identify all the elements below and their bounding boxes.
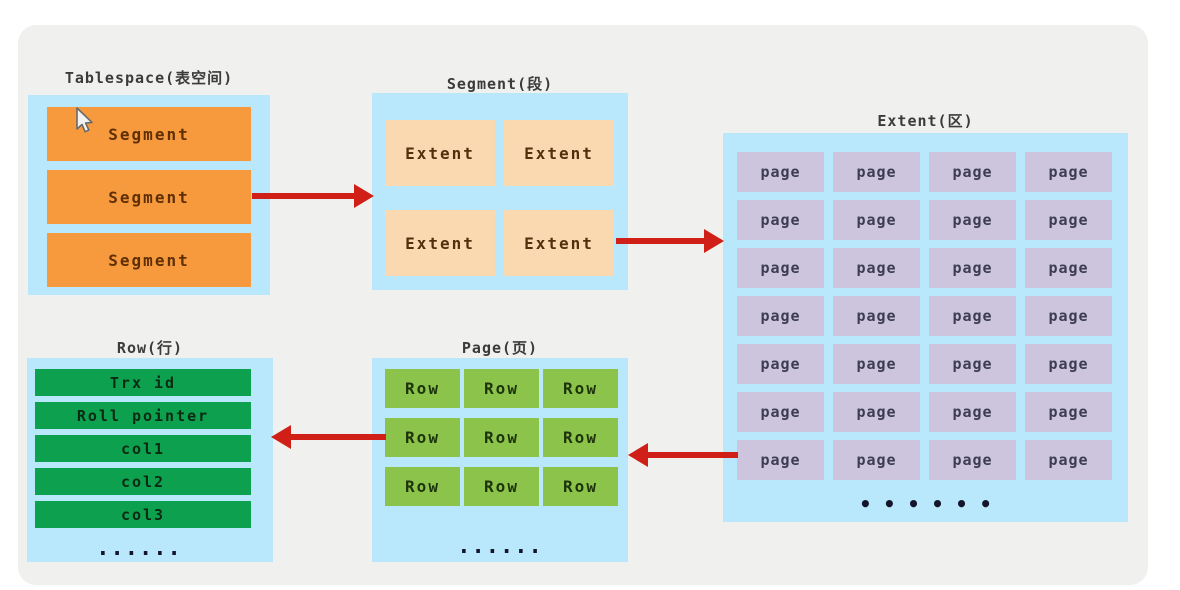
segment-title: Segment(段) [446, 75, 554, 93]
arrowhead-right-icon [704, 229, 724, 253]
page-block: page [737, 344, 824, 384]
page-block: page [833, 248, 920, 288]
row-field-block: col1 [35, 435, 251, 462]
row-field-block: Roll pointer [35, 402, 251, 429]
page-block: page [737, 296, 824, 336]
row-field-block: Trx id [35, 369, 251, 396]
extent-block: Extent [504, 120, 614, 186]
extent-block: Extent [385, 210, 495, 276]
row-block: Row [385, 369, 460, 408]
extent-title: Extent(区) [877, 112, 974, 130]
page-block: page [833, 200, 920, 240]
arrow-tablespace-to-segment [252, 184, 374, 208]
arrow-segment-to-extent [616, 229, 724, 253]
arrow-shaft [286, 434, 386, 440]
row-block: Row [464, 418, 539, 457]
page-block: page [1025, 200, 1112, 240]
row-block: Row [543, 467, 618, 506]
row-block: Row [464, 467, 539, 506]
mouse-cursor-icon [76, 107, 93, 133]
page-block: page [737, 200, 824, 240]
arrow-shaft [252, 193, 359, 199]
page-block: page [929, 248, 1016, 288]
row-block: Row [464, 369, 539, 408]
row-container: Trx id Roll pointer col1 col2 col3 [27, 358, 273, 562]
page-block: page [929, 344, 1016, 384]
page-block: page [929, 440, 1016, 480]
page-block: page [1025, 152, 1112, 192]
arrow-shaft [643, 452, 738, 458]
page-block: page [1025, 296, 1112, 336]
page-block: page [833, 392, 920, 432]
page-block: page [737, 152, 824, 192]
page-block: page [929, 296, 1016, 336]
segment-block: Segment [47, 233, 251, 287]
page-block: page [1025, 344, 1112, 384]
page-ellipsis: ...... [457, 534, 543, 559]
page-title: Page(页) [461, 339, 539, 357]
page-block: page [1025, 392, 1112, 432]
extent-block: Extent [504, 210, 614, 276]
page-block: page [929, 392, 1016, 432]
arrowhead-left-icon [628, 443, 648, 467]
row-field-block: col2 [35, 468, 251, 495]
row-block: Row [543, 369, 618, 408]
row-block: Row [543, 418, 618, 457]
extent-block: Extent [385, 120, 495, 186]
extent-ellipsis: •••••• [859, 492, 1004, 516]
segment-block: Segment [47, 170, 251, 224]
page-block: page [929, 152, 1016, 192]
page-block: page [1025, 440, 1112, 480]
row-title: Row(行) [116, 339, 184, 357]
page-block: page [833, 296, 920, 336]
arrow-shaft [616, 238, 709, 244]
row-field-block: col3 [35, 501, 251, 528]
page-block: page [737, 248, 824, 288]
page-block: page [737, 440, 824, 480]
page-block: page [833, 344, 920, 384]
arrowhead-right-icon [354, 184, 374, 208]
row-block: Row [385, 467, 460, 506]
row-block: Row [385, 418, 460, 457]
arrowhead-left-icon [271, 425, 291, 449]
tablespace-title: Tablespace(表空间) [64, 69, 234, 87]
page-block: page [1025, 248, 1112, 288]
arrow-page-to-row [271, 425, 386, 449]
arrow-extent-to-page [628, 443, 738, 467]
page-block: page [929, 200, 1016, 240]
page-block: page [833, 440, 920, 480]
row-ellipsis: ...... [96, 536, 182, 561]
page-block: page [833, 152, 920, 192]
page-block: page [737, 392, 824, 432]
